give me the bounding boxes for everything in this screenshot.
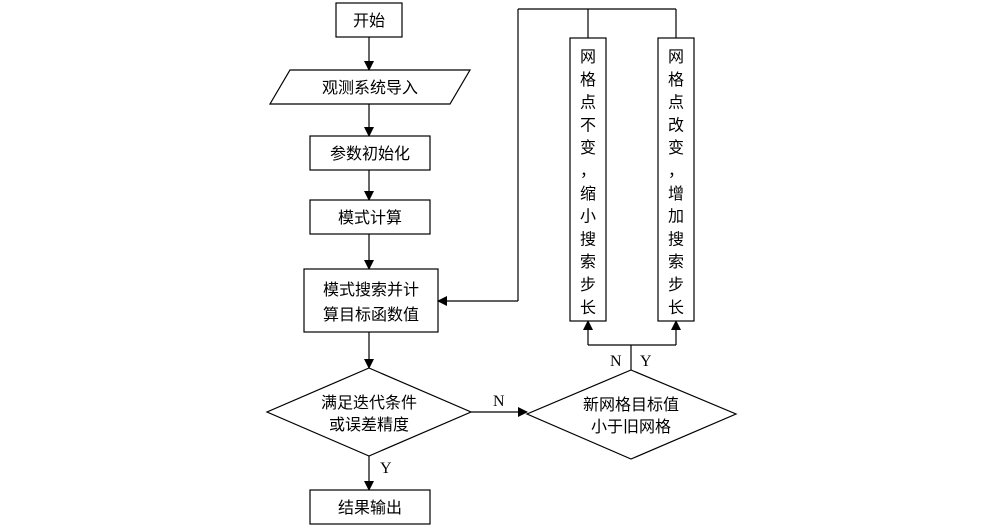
grow-step-char: 变 [668, 138, 684, 157]
grow-step-char: 长 [668, 298, 684, 317]
shrink-step-char: 索 [580, 252, 596, 271]
init-label: 参数初始化 [330, 144, 410, 163]
grow-step-char: 网 [668, 47, 684, 66]
search-label-line2: 算目标函数值 [323, 305, 419, 324]
output-label: 结果输出 [338, 498, 402, 517]
grow-step-char: 索 [668, 252, 684, 271]
shrink-step-char: 缩 [580, 184, 596, 203]
label-n-condition: N [493, 393, 505, 410]
shrink-step-box [569, 37, 607, 322]
condition-label-line2: 或误差精度 [329, 415, 409, 434]
shrink-step-char: 点 [580, 93, 596, 112]
grow-step-char: 点 [668, 93, 684, 112]
output-box [309, 489, 431, 525]
shrink-step-char: 格 [580, 70, 596, 89]
shrink-step-char: 步 [580, 275, 596, 294]
shrink-step-char: 长 [580, 298, 596, 317]
compare-label-line2: 小于旧网格 [591, 417, 671, 436]
shrink-step-char: 小 [580, 207, 596, 226]
grow-step-char: ， [668, 161, 684, 180]
grow-step-char: 搜 [668, 229, 684, 248]
mode-calc-box [309, 199, 431, 235]
grow-step-char: 增 [668, 184, 684, 203]
shrink-step-char: ， [580, 161, 596, 180]
compare-label-line1: 新网格目标值 [583, 395, 679, 414]
mode-calc-label: 模式计算 [338, 208, 402, 227]
condition-label-line1: 满足迭代条件 [321, 393, 417, 412]
init-box [309, 135, 431, 171]
label-n-compare: N [610, 353, 622, 370]
shrink-step-char: 网 [580, 47, 596, 66]
label-y-compare: Y [640, 353, 652, 370]
grow-step-char: 加 [668, 207, 684, 226]
grow-step-char: 格 [668, 70, 684, 89]
grow-step-char: 改 [668, 115, 684, 134]
shrink-step-char: 不 [580, 115, 596, 134]
search-label-line1: 模式搜索并计 [323, 280, 419, 299]
shrink-step-char: 变 [580, 138, 596, 157]
compare-diamond [525, 369, 738, 460]
label-y-condition: Y [380, 460, 392, 477]
grow-step-box [657, 37, 695, 322]
start-box [335, 2, 403, 38]
grow-step-char: 步 [668, 275, 684, 294]
condition-diamond [265, 367, 473, 457]
import-parallelogram [268, 69, 472, 105]
start-label: 开始 [353, 11, 385, 30]
shrink-step-char: 搜 [580, 229, 596, 248]
import-label: 观测系统导入 [322, 78, 418, 97]
